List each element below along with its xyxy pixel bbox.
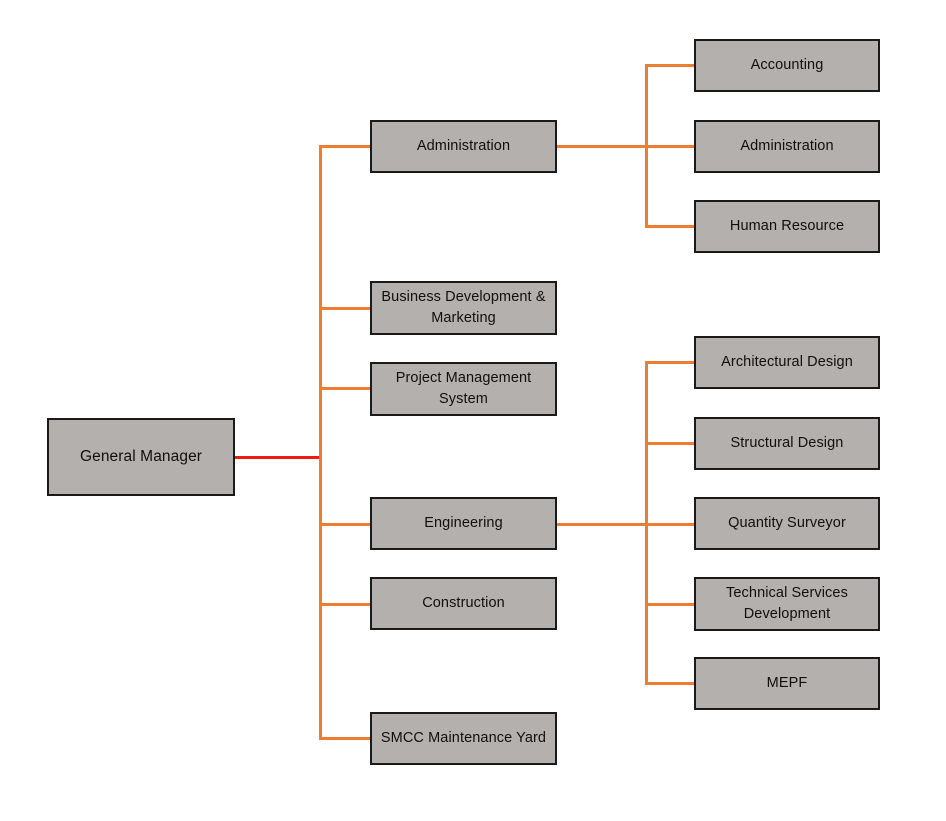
node-label: SMCC Maintenance Yard <box>380 729 547 746</box>
connector-trunk-to-project-management <box>319 387 371 390</box>
node-label-line-1: Technical Services <box>726 584 848 601</box>
node-label-line-2: System <box>439 391 488 407</box>
node-label: Human Resource <box>729 217 845 234</box>
connector-trunk-to-business-development <box>319 307 371 310</box>
node-structural-design[interactable]: Structural Design <box>694 417 880 470</box>
node-label: Structural Design <box>730 434 844 451</box>
node-architectural-design[interactable]: Architectural Design <box>694 336 880 389</box>
connector-subtrunk-to-human-resource <box>645 225 696 228</box>
node-label-line-1: Project Management <box>395 369 532 386</box>
node-label: Quantity Surveyor <box>728 514 846 531</box>
connector-administration-to-subtrunk <box>557 145 648 148</box>
node-label: Business Development & Marketing <box>378 287 549 329</box>
node-label: Administration <box>740 137 834 154</box>
connector-subtrunk-to-mepf <box>645 682 696 685</box>
node-label: General Manager <box>79 447 203 465</box>
connector-subtrunk-to-architectural-design <box>645 361 696 364</box>
node-label: Construction <box>422 594 505 611</box>
connector-main-trunk <box>319 145 322 740</box>
node-label-line-2: Development <box>743 606 831 622</box>
connector-trunk-to-construction <box>319 603 371 606</box>
node-general-manager[interactable]: General Manager <box>47 418 235 496</box>
connector-trunk-to-smcc-maintenance-yard <box>319 737 371 740</box>
node-label: Engineering <box>424 514 503 531</box>
connector-engineering-subtrunk <box>645 361 648 684</box>
node-human-resource[interactable]: Human Resource <box>694 200 880 253</box>
node-smcc-maintenance-yard[interactable]: SMCC Maintenance Yard <box>370 712 557 765</box>
node-quantity-surveyor[interactable]: Quantity Surveyor <box>694 497 880 550</box>
node-label: Accounting <box>750 56 824 73</box>
connector-trunk-to-administration <box>319 145 371 148</box>
node-label: MEPF <box>766 674 808 691</box>
node-administration[interactable]: Administration <box>370 120 557 173</box>
node-mepf[interactable]: MEPF <box>694 657 880 710</box>
connector-engineering-to-subtrunk <box>557 523 648 526</box>
connector-subtrunk-to-quantity-surveyor <box>645 523 696 526</box>
connector-root-to-trunk <box>235 456 322 459</box>
node-construction[interactable]: Construction <box>370 577 557 630</box>
node-label: Administration <box>416 137 511 154</box>
node-business-development-marketing[interactable]: Business Development & Marketing <box>370 281 557 335</box>
node-label-line-2: Marketing <box>431 310 496 326</box>
connector-trunk-to-engineering <box>319 523 371 526</box>
node-administration-unit[interactable]: Administration <box>694 120 880 173</box>
connector-subtrunk-to-structural-design <box>645 442 696 445</box>
node-label-line-1: Business Development & <box>381 288 546 305</box>
connector-subtrunk-to-accounting <box>645 64 696 67</box>
connector-subtrunk-to-technical-services <box>645 603 696 606</box>
node-accounting[interactable]: Accounting <box>694 39 880 92</box>
node-engineering[interactable]: Engineering <box>370 497 557 550</box>
node-label: Architectural Design <box>721 353 853 370</box>
connector-subtrunk-to-admin-unit <box>645 145 696 148</box>
